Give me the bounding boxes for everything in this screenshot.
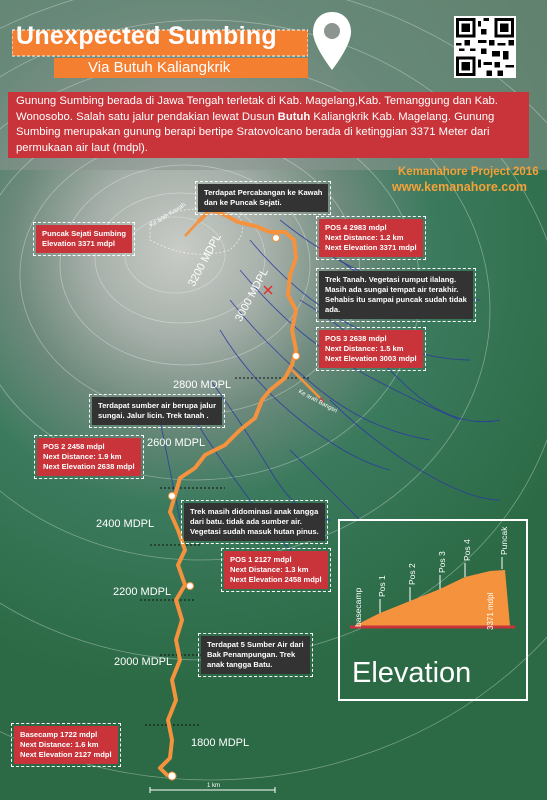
- location-pin-icon: [313, 12, 351, 70]
- altitude-2400: 2400 MDPL: [96, 518, 155, 530]
- credit-website[interactable]: www.kemanahore.com: [392, 180, 527, 194]
- credit-project: Kemanahore Project 2016: [398, 166, 539, 178]
- altitude-2600: 2600 MDPL: [147, 437, 206, 449]
- page-subtitle: Via Butuh Kaliangkrik: [88, 59, 231, 76]
- altitude-2000: 2000 MDPL: [114, 656, 173, 668]
- page-title: Unexpected Sumbing: [16, 22, 277, 50]
- altitude-2200: 2200 MDPL: [113, 586, 172, 598]
- altitude-2800: 2800 MDPL: [173, 379, 232, 391]
- qr-code-icon: [454, 16, 516, 78]
- scale-label: 1 km: [207, 783, 221, 789]
- note-trek-tanah: Trek Tanah. Vegetasi rumput ilalang.Masi…: [316, 268, 476, 322]
- elevation-profile-graphic: [350, 557, 515, 629]
- elevation-label-pos1: Pos 1: [377, 575, 387, 597]
- elevation-label-pos4: Pos 4: [462, 539, 472, 561]
- elevation-label-pos3: Pos 3: [437, 551, 447, 573]
- altitude-1800: 1800 MDPL: [191, 737, 250, 749]
- elevation-label-summit-height: 3371 mdpl: [486, 592, 495, 630]
- intro-bold-word: Butuh: [277, 110, 311, 123]
- elevation-profile: basecamp Pos 1 Pos 2 Pos 3 Pos 4 3371 md…: [338, 519, 528, 701]
- elevation-label-puncak: Puncak: [499, 526, 509, 555]
- elevation-title: Elevation: [352, 657, 472, 689]
- elevation-label-pos2: Pos 2: [407, 563, 417, 585]
- elevation-label-basecamp: basecamp: [353, 587, 363, 627]
- title-banner: [12, 29, 308, 78]
- intro-paragraph: Gunung Sumbing berada di Jawa Tengah ter…: [8, 92, 529, 158]
